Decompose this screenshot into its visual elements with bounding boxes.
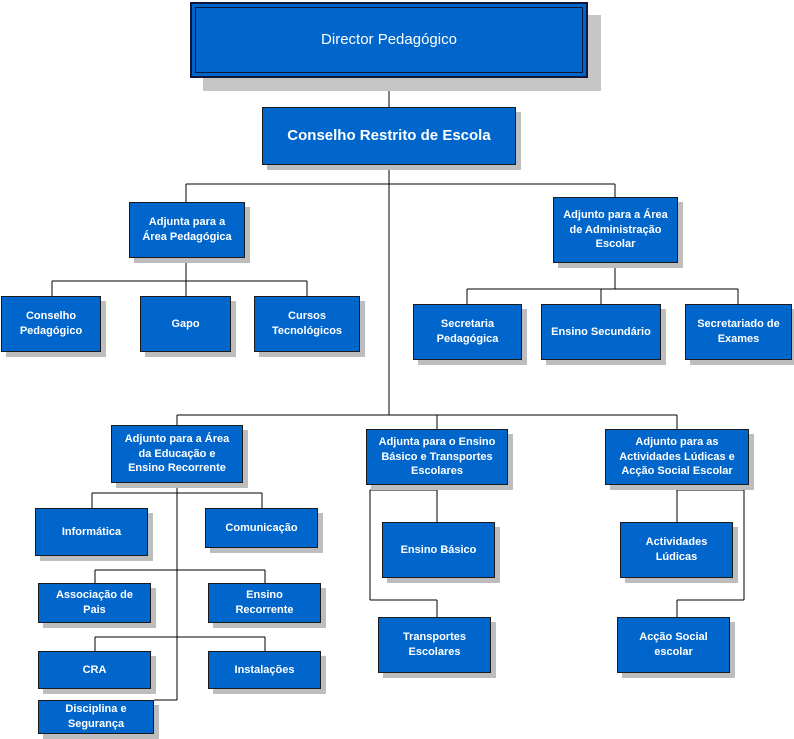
adjunto-educacao-box: Adjunto para a Área da Educação e Ensino… <box>111 425 243 483</box>
transportes-escolares-label: Transportes Escolares <box>403 631 466 658</box>
council-label: Conselho Restrito de Escola <box>287 126 491 144</box>
cra-box: CRA <box>38 651 151 689</box>
adjunta-pedagogica-label: Adjunta para a Área Pedagógica <box>142 216 232 243</box>
cra-label: CRA <box>82 663 107 676</box>
adjunta-ensino-basico-label: Adjunta para o Ensino Básico e Transport… <box>378 435 496 478</box>
adjunto-ludicas-label: Adjunto para as Actividades Lúdicas e Ac… <box>619 435 735 478</box>
director-inner-border <box>195 7 583 73</box>
adjunto-administracao-box: Adjunto para a Área de Administração Esc… <box>553 197 678 263</box>
instalacoes-box: Instalações <box>208 651 321 689</box>
conselho-pedagogico-label: Conselho Pedagógico <box>19 310 83 337</box>
informatica-label: Informática <box>61 525 122 538</box>
council-box: Conselho Restrito de Escola <box>262 107 516 165</box>
secretaria-pedagogica-box: Secretaria Pedagógica <box>413 304 522 360</box>
ensino-recorrente-label: Ensino Recorrente <box>235 589 294 616</box>
accao-social-box: Acção Social escolar <box>617 617 730 673</box>
disciplina-seguranca-box: Disciplina e Segurança <box>38 700 154 734</box>
ensino-basico-box: Ensino Básico <box>382 522 495 578</box>
conselho-pedagogico-box: Conselho Pedagógico <box>1 296 101 352</box>
adjunto-educacao-label: Adjunto para a Área da Educação e Ensino… <box>124 432 230 475</box>
adjunto-administracao-label: Adjunto para a Área de Administração Esc… <box>563 208 668 251</box>
accao-social-label: Acção Social escolar <box>639 631 708 658</box>
adjunta-pedagogica-box: Adjunta para a Área Pedagógica <box>129 202 245 258</box>
associacao-pais-box: Associação de Pais <box>38 583 151 623</box>
comunicacao-box: Comunicação <box>205 508 318 548</box>
secretaria-pedagogica-label: Secretaria Pedagógica <box>436 318 499 345</box>
adjunta-ensino-basico-box: Adjunta para o Ensino Básico e Transport… <box>366 429 508 485</box>
gapo-label: Gapo <box>171 317 200 330</box>
comunicacao-label: Comunicação <box>225 521 298 534</box>
associacao-pais-label: Associação de Pais <box>55 589 134 616</box>
adjunto-ludicas-box: Adjunto para as Actividades Lúdicas e Ac… <box>605 429 749 485</box>
secretariado-exames-box: Secretariado de Exames <box>685 304 792 360</box>
cursos-tecnologicos-label: Cursos Tecnológicos <box>271 310 343 337</box>
ensino-recorrente-box: Ensino Recorrente <box>208 583 321 623</box>
actividades-ludicas-box: Actividades Lúdicas <box>620 522 733 578</box>
ensino-basico-label: Ensino Básico <box>400 543 477 556</box>
director-box: Director Pedagógico <box>190 2 588 78</box>
actividades-ludicas-label: Actividades Lúdicas <box>645 536 708 563</box>
gapo-box: Gapo <box>140 296 231 352</box>
secretariado-exames-label: Secretariado de Exames <box>697 318 780 345</box>
informatica-box: Informática <box>35 508 148 556</box>
instalacoes-label: Instalações <box>234 663 295 676</box>
transportes-escolares-box: Transportes Escolares <box>378 617 491 673</box>
director-label: Director Pedagógico <box>321 30 457 48</box>
ensino-secundario-box: Ensino Secundário <box>541 304 661 360</box>
disciplina-seguranca-label: Disciplina e Segurança <box>65 703 127 730</box>
ensino-secundario-label: Ensino Secundário <box>551 325 651 338</box>
cursos-tecnologicos-box: Cursos Tecnológicos <box>254 296 360 352</box>
